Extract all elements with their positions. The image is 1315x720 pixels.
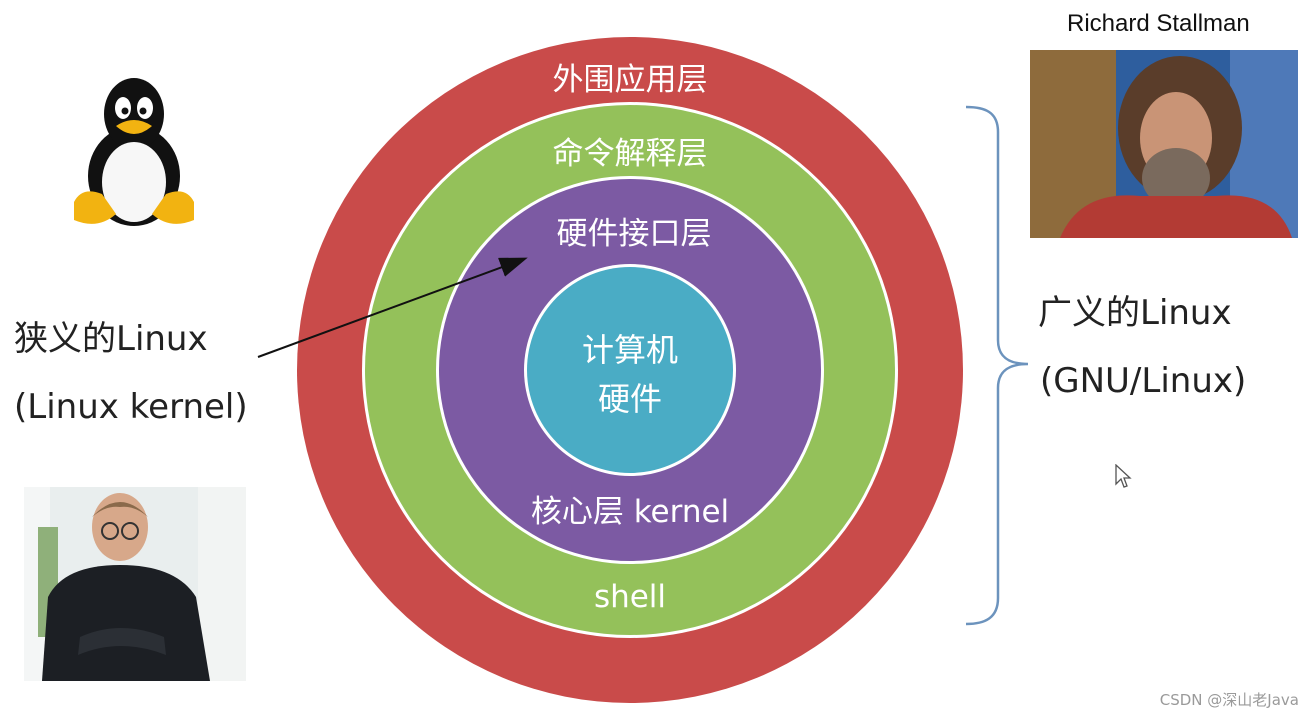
gnu-linux-label: (GNU/Linux): [1040, 361, 1247, 401]
linus-torvalds-photo: [24, 487, 246, 681]
narrow-linux-label: 狭义的Linux: [14, 319, 208, 359]
kernel-pointer-arrow: [257, 257, 528, 358]
kernel-layer-label: 核心层 kernel: [531, 494, 729, 530]
richard-stallman-photo: [1030, 50, 1298, 238]
core-label-line1: 计算机: [582, 331, 678, 369]
application-layer-label: 外围应用层: [553, 62, 708, 98]
csdn-watermark: CSDN @深山老Java: [1159, 691, 1299, 709]
shell-layer-label: shell: [594, 579, 666, 615]
right-curly-brace: [965, 105, 1029, 626]
hardware-interface-layer-label: 硬件接口层: [557, 216, 712, 252]
stallman-caption: Richard Stallman: [1067, 10, 1250, 37]
tux-penguin-logo: [74, 78, 194, 226]
command-layer-label: 命令解释层: [553, 136, 708, 172]
linux-kernel-label: (Linux kernel): [14, 387, 248, 427]
mouse-cursor-icon: [1115, 464, 1132, 488]
core-hardware-circle: [527, 267, 733, 473]
broad-linux-label: 广义的Linux: [1038, 293, 1232, 333]
core-label-line2: 硬件: [598, 380, 662, 418]
